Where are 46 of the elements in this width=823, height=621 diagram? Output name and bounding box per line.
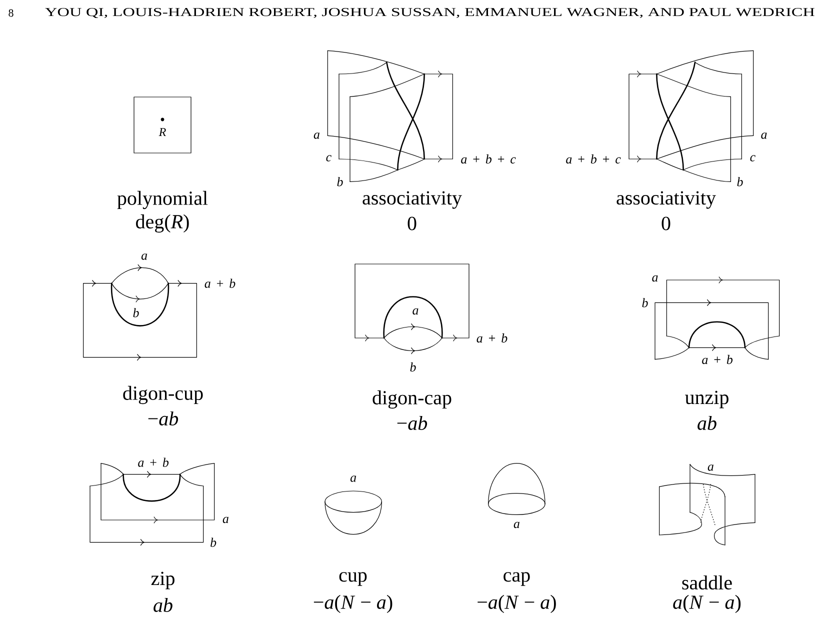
degree-label: 0 [408,216,416,230]
caption: associativity [362,191,462,209]
strand-label: a [652,275,658,282]
strand-label: c [326,155,332,162]
strand-label: a [514,522,520,528]
strand-label: b [642,298,648,308]
caption: digon-cup [123,386,203,404]
degree-label: −ab [148,411,178,426]
degree-label: −a(N − a) [478,594,556,614]
caption: cap [504,572,530,586]
strand-label: b [133,308,139,318]
caption: zip [151,572,174,590]
degree-label: −a(N − a) [314,594,392,614]
strand-label: c [750,155,756,162]
strand-label: a + b + c [461,154,516,164]
strand-label: a [314,132,320,139]
strand-label: a [761,132,767,139]
caption: cup [339,572,367,586]
strand-label: a + b [476,333,508,343]
strand-label: a [412,308,418,315]
degree-label: ab [698,416,716,430]
degree-label: −ab [397,416,428,430]
degree-label: a(N − a) [673,594,741,614]
caption: associativity [616,191,716,209]
strand-label: a + b + c [566,154,621,164]
strand-label: a [222,516,228,524]
page-number: 8 [8,9,14,17]
strand-label: b [737,177,743,186]
strand-label: b [410,362,416,372]
degree-label: 0 [662,216,670,230]
strand-label: a + b [702,354,733,364]
strand-label: b [210,538,216,547]
strand-label: a + b [204,278,236,288]
strand-label: b [337,177,343,186]
degree-label: ab [154,598,172,612]
strand-label: a [141,254,148,260]
strand-label: a [350,476,356,482]
caption: polynomial [117,190,208,210]
caption: digon-cap [372,390,452,409]
degree-label: deg(R) [136,214,189,233]
caption: unzip [685,390,728,408]
running-header: YOU QI, LOUIS-HADRIEN ROBERT, JOSHUA SUSSAN, EMMANUEL WAGNER, AND PAUL WEDRICH [45,8,814,18]
strand-label: a + b [138,458,169,467]
strand-label: a [708,464,714,471]
square-box: R [134,96,192,154]
caption: saddle [682,575,732,590]
